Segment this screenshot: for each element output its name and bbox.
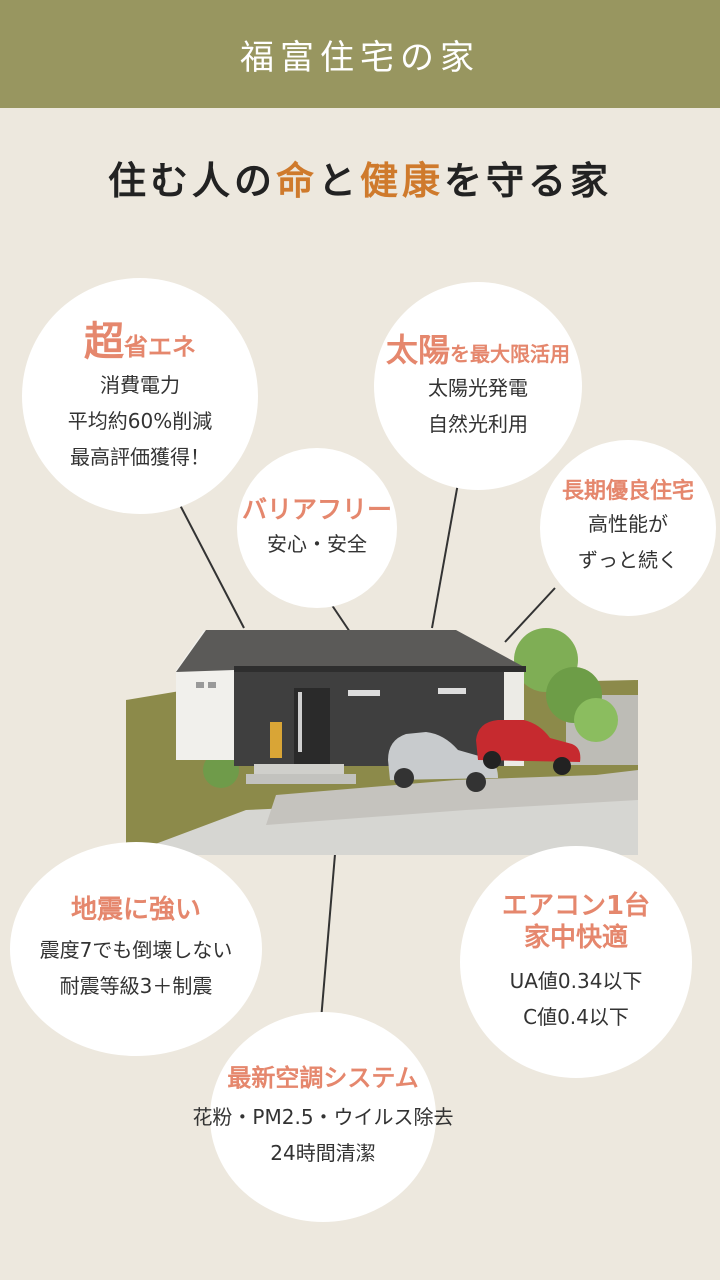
feature-aircon-bubble: エアコン1台 家中快適 UA値0.34以下 C値0.4以下 — [460, 846, 692, 1078]
feature-aircon-title-1: エアコン1台 — [501, 890, 651, 921]
feature-energy-line-1: 消費電力 — [100, 373, 180, 397]
feature-barrier-title: バリアフリー — [241, 495, 392, 525]
feature-solar-line-1: 太陽光発電 — [428, 376, 528, 400]
feature-earthquake-line-2: 耐震等級3＋制震 — [59, 974, 213, 999]
feature-earthquake-line-1: 震度7でも倒壊しない — [39, 938, 233, 963]
feature-airsystem-title: 最新空調システム — [227, 1064, 419, 1092]
header-title: 福富住宅の家 — [240, 37, 480, 78]
feature-aircon-line-2: C値0.4以下 — [523, 1004, 629, 1029]
headline-accent-life: 命 — [275, 159, 318, 203]
feature-energy-bubble: 超省エネ 消費電力 平均約60%削減 最高評価獲得！ — [22, 278, 258, 514]
feature-barrier-bubble: バリアフリー 安心・安全 — [237, 448, 397, 608]
feature-longterm-line-1: 高性能が — [588, 511, 668, 536]
feature-energy-line-3: 最高評価獲得！ — [70, 445, 210, 469]
header-bar: 福富住宅の家 — [0, 0, 720, 108]
headline-part1: 住む人の — [107, 159, 276, 203]
headline-part2: と — [317, 159, 360, 203]
feature-airsystem-line-2: 24時間清潔 — [270, 1141, 376, 1165]
feature-energy-title: 超省エネ — [84, 319, 196, 365]
feature-airsystem-bubble: 最新空調システム 花粉・PM2.5・ウイルス除去 24時間清潔 — [192, 1012, 454, 1222]
feature-earthquake-bubble: 地震に強い 震度7でも倒壊しない 耐震等級3＋制震 — [10, 842, 262, 1056]
feature-aircon-line-1: UA値0.34以下 — [509, 968, 643, 993]
feature-longterm-bubble: 長期優良住宅 高性能が ずっと続く — [540, 440, 716, 616]
feature-longterm-line-2: ずっと続く — [578, 547, 678, 572]
feature-solar-bubble: 太陽を最大限活用 太陽光発電 自然光利用 — [374, 282, 582, 490]
feature-solar-line-2: 自然光利用 — [428, 412, 528, 436]
feature-airsystem-line-1: 花粉・PM2.5・ウイルス除去 — [192, 1105, 454, 1129]
headline-accent-health: 健康 — [360, 159, 445, 203]
house-illustration — [126, 610, 638, 855]
feature-aircon-title-2: 家中快適 — [523, 923, 628, 953]
headline-part3: を守る家 — [444, 159, 613, 203]
feature-energy-line-2: 平均約60%削減 — [67, 409, 213, 433]
feature-longterm-title: 長期優良住宅 — [561, 479, 694, 505]
feature-barrier-line-1: 安心・安全 — [267, 531, 367, 556]
headline: 住む人の命と健康を守る家 — [0, 150, 720, 205]
feature-earthquake-title: 地震に強い — [70, 894, 201, 925]
feature-solar-title: 太陽を最大限活用 — [385, 331, 570, 369]
